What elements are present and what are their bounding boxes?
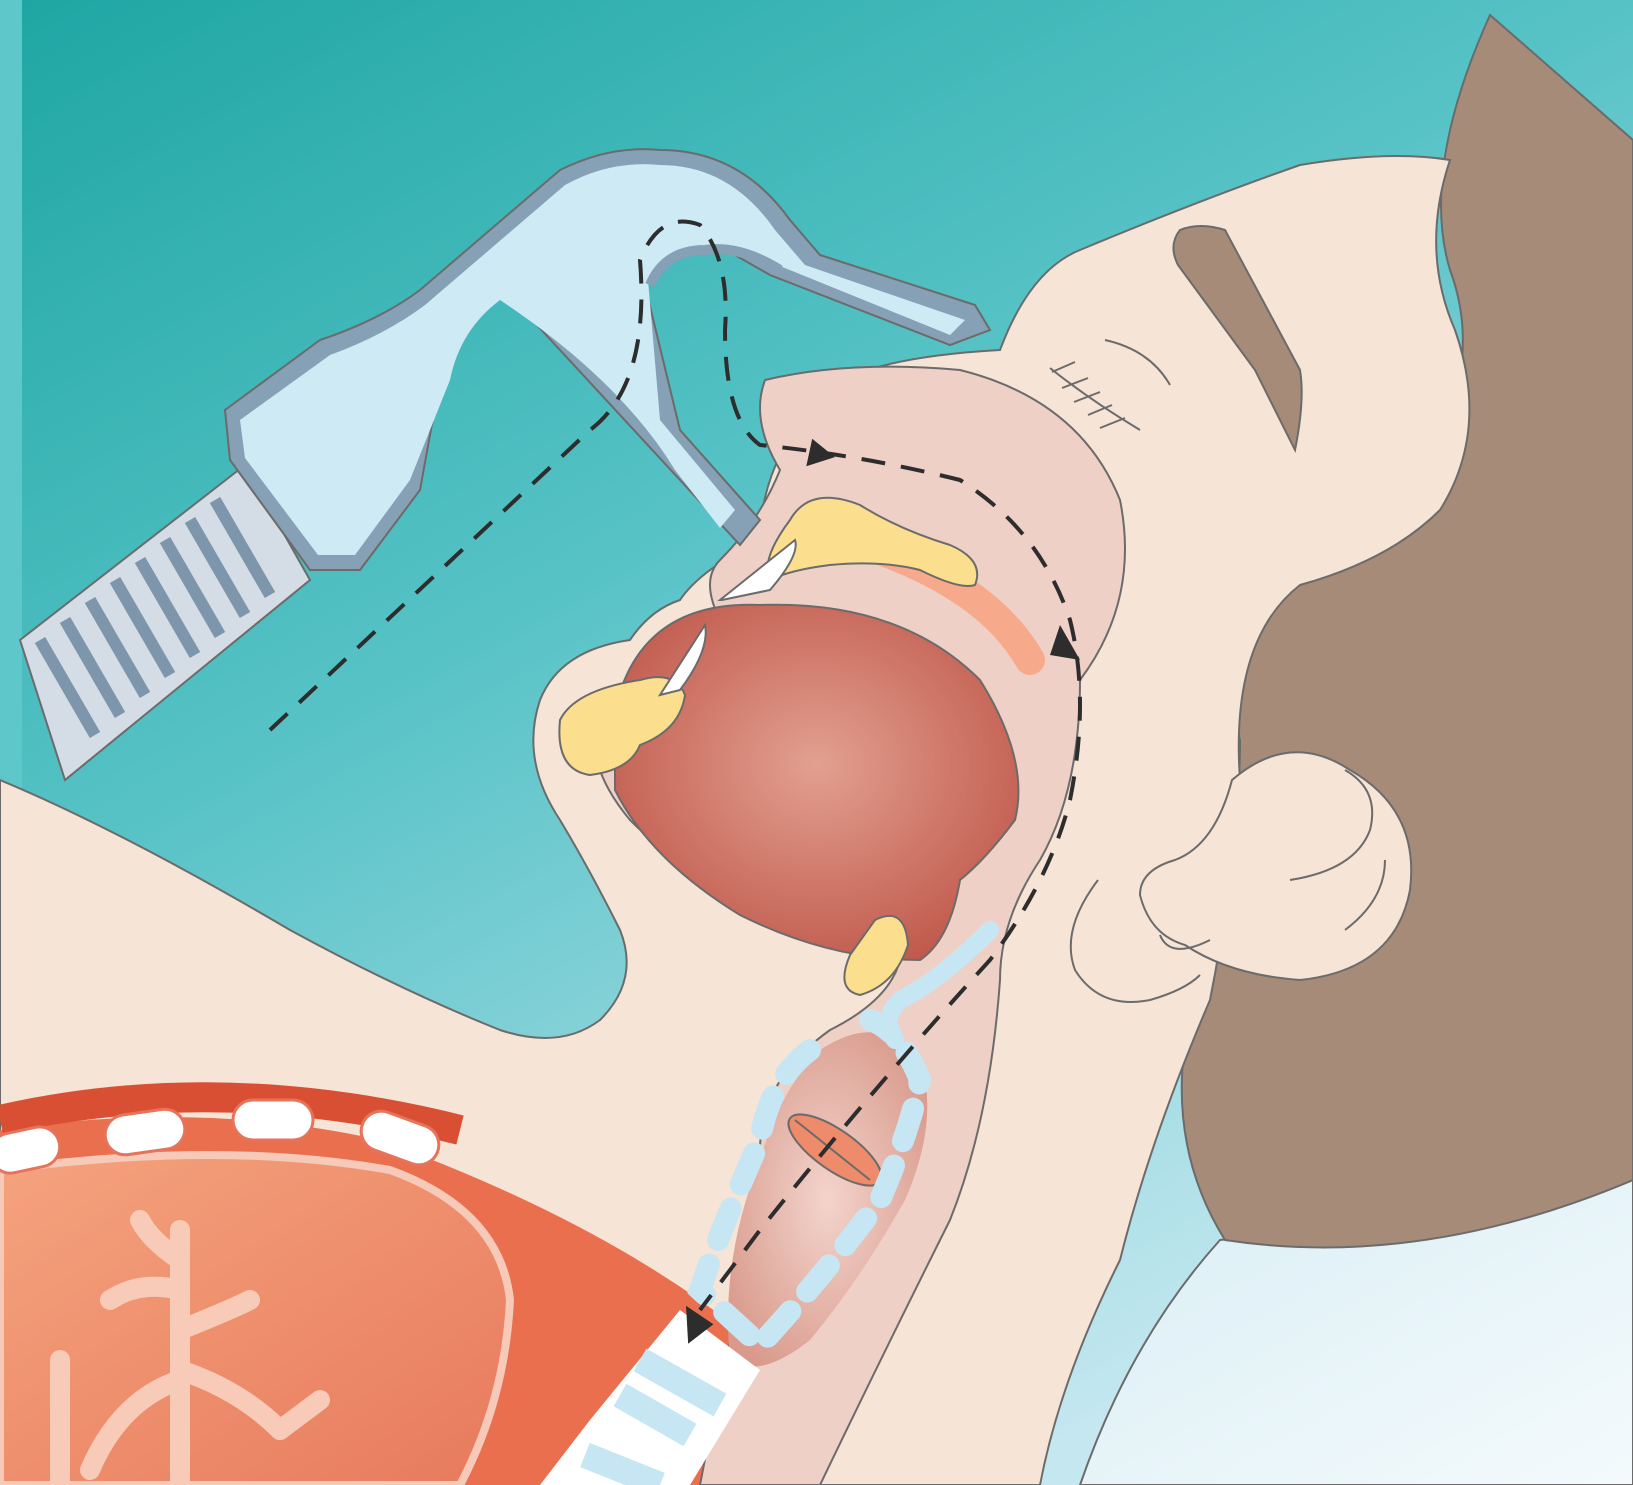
airway-illustration [0, 0, 1633, 1485]
figure-canvas [0, 0, 1633, 1485]
